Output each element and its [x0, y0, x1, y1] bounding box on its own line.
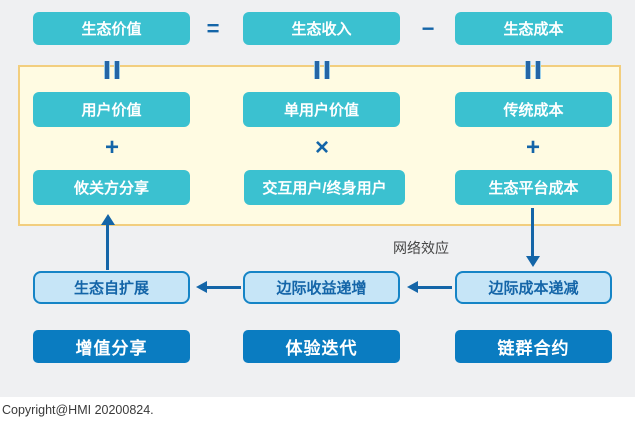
arrow-down-shaft [531, 208, 534, 256]
equivalence-bars-icon [525, 61, 541, 79]
arrow-left-icon [407, 281, 418, 293]
plus-operator: + [104, 134, 119, 161]
equivalence-bars-icon [314, 61, 330, 79]
node-value-added-sharing: 增值分享 [33, 330, 190, 363]
node-single-user-value: 单用户价值 [243, 92, 400, 127]
node-eco-platform-cost: 生态平台成本 [455, 170, 612, 205]
plus-operator: + [525, 134, 540, 161]
arrow-up-shaft [106, 224, 109, 270]
copyright-text: Copyright@HMI 20200824. [2, 403, 154, 417]
minus-operator: − [421, 15, 435, 41]
equivalence-bars-icon [104, 61, 120, 79]
node-traditional-cost: 传统成本 [455, 92, 612, 127]
node-decreasing-marginal-cost: 边际成本递减 [455, 271, 612, 304]
node-chain-group-contract: 链群合约 [455, 330, 612, 363]
network-effect-label: 网络效应 [393, 240, 449, 256]
node-eco-cost: 生态成本 [455, 12, 612, 45]
node-increasing-marginal-revenue: 边际收益递增 [243, 271, 400, 304]
node-experience-iteration: 体验迭代 [243, 330, 400, 363]
arrow-up-icon [101, 214, 115, 225]
node-stakeholder-sharing: 攸关方分享 [33, 170, 190, 205]
multiply-operator: × [314, 134, 329, 161]
node-user-value: 用户价值 [33, 92, 190, 127]
arrow-left-shaft [206, 286, 241, 289]
node-eco-value: 生态价值 [33, 12, 190, 45]
equals-operator: = [206, 15, 220, 41]
node-eco-self-expansion: 生态自扩展 [33, 271, 190, 304]
node-interactive-lifetime-users: 交互用户/终身用户 [244, 170, 405, 205]
node-eco-income: 生态收入 [243, 12, 400, 45]
arrow-down-icon [526, 256, 540, 267]
arrow-left-shaft [417, 286, 452, 289]
arrow-left-icon [196, 281, 207, 293]
